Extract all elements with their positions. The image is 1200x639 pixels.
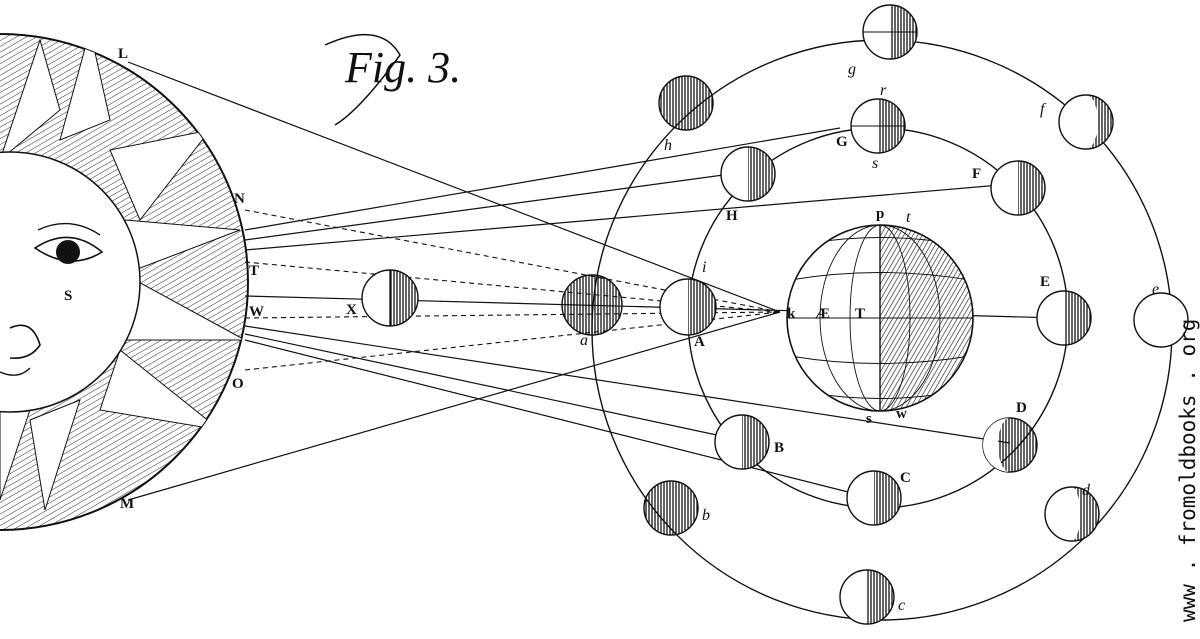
- outer-moon-d: [1044, 486, 1100, 542]
- sun-label: S: [64, 288, 72, 304]
- moon-h: [720, 146, 776, 202]
- moon-new: [561, 274, 623, 336]
- earth-label-w: w: [896, 406, 907, 422]
- orbit-label-B: B: [774, 440, 784, 456]
- sun-face: [0, 151, 141, 413]
- outer-label-b: b: [702, 507, 710, 524]
- outer-label-d: d: [1082, 482, 1091, 499]
- earth-label-center: T: [855, 306, 865, 322]
- orbit-label-A: A: [694, 334, 705, 350]
- moon-b: [714, 414, 770, 470]
- earth-label-ae: Æ: [815, 306, 830, 322]
- orbit-label-D: D: [1016, 400, 1027, 416]
- orbit-label-X: X: [346, 302, 357, 318]
- sun-pupil: [56, 240, 80, 264]
- inner-moons: [361, 98, 1092, 526]
- orbit-label-s: s: [872, 155, 878, 172]
- orbit-label-G: G: [836, 134, 848, 150]
- figure-caption: Fig. 3.: [344, 43, 461, 92]
- moon-g: [850, 98, 906, 154]
- outer-label-h: h: [664, 137, 672, 154]
- earth-label-p: p: [876, 206, 884, 222]
- moon-x: [361, 269, 419, 327]
- moon-a: [659, 278, 717, 336]
- moon-c: [846, 470, 902, 526]
- orbit-label-E: E: [1040, 274, 1050, 290]
- outer-moons: [643, 4, 1189, 625]
- sun-edge-label-O: O: [232, 376, 244, 392]
- outer-moon-g: [862, 4, 918, 60]
- earth: p t s w k Æ T: [786, 206, 974, 427]
- outer-label-a: a: [580, 332, 588, 349]
- outer-label-f: f: [1040, 101, 1047, 118]
- outer-moon-h: [658, 75, 714, 131]
- moon-d: [982, 417, 1038, 473]
- outer-label-g: g: [848, 61, 856, 78]
- outer-label-e: e: [1152, 281, 1159, 298]
- sun-edge-label-W: W: [249, 304, 264, 320]
- sun-edge-label-L: L: [118, 46, 128, 62]
- sun-edge-label-N: N: [234, 191, 245, 207]
- orbit-label-C: C: [900, 470, 911, 486]
- sun-edge-label-T: T: [249, 263, 259, 279]
- sun-ray: [0, 38, 61, 162]
- outer-moon-b: [643, 480, 699, 536]
- sun-ray: [99, 349, 222, 431]
- outer-moon-e: [1133, 292, 1189, 348]
- outer-moon-f: [1058, 94, 1114, 150]
- sun-ray: [109, 129, 212, 221]
- outer-label-c: c: [898, 597, 905, 614]
- earth-label-t: t: [906, 209, 911, 226]
- outer-moon-c: [839, 569, 895, 625]
- orbit-label-F: F: [972, 166, 981, 182]
- sun-ray: [59, 34, 111, 141]
- moon-f: [990, 160, 1046, 216]
- orbit-label-i: i: [702, 259, 706, 276]
- earth-label-k: k: [787, 306, 796, 322]
- sun-edge-label-M: M: [120, 496, 134, 512]
- moon-e: [1036, 290, 1092, 346]
- orbit-label-H: H: [726, 208, 738, 224]
- orbit-label-r: r: [880, 82, 887, 99]
- sun-ray: [29, 399, 81, 511]
- sun: S: [0, 33, 249, 531]
- watermark: www . fromoldbooks . org: [1176, 319, 1200, 622]
- earth-label-s: s: [866, 411, 872, 427]
